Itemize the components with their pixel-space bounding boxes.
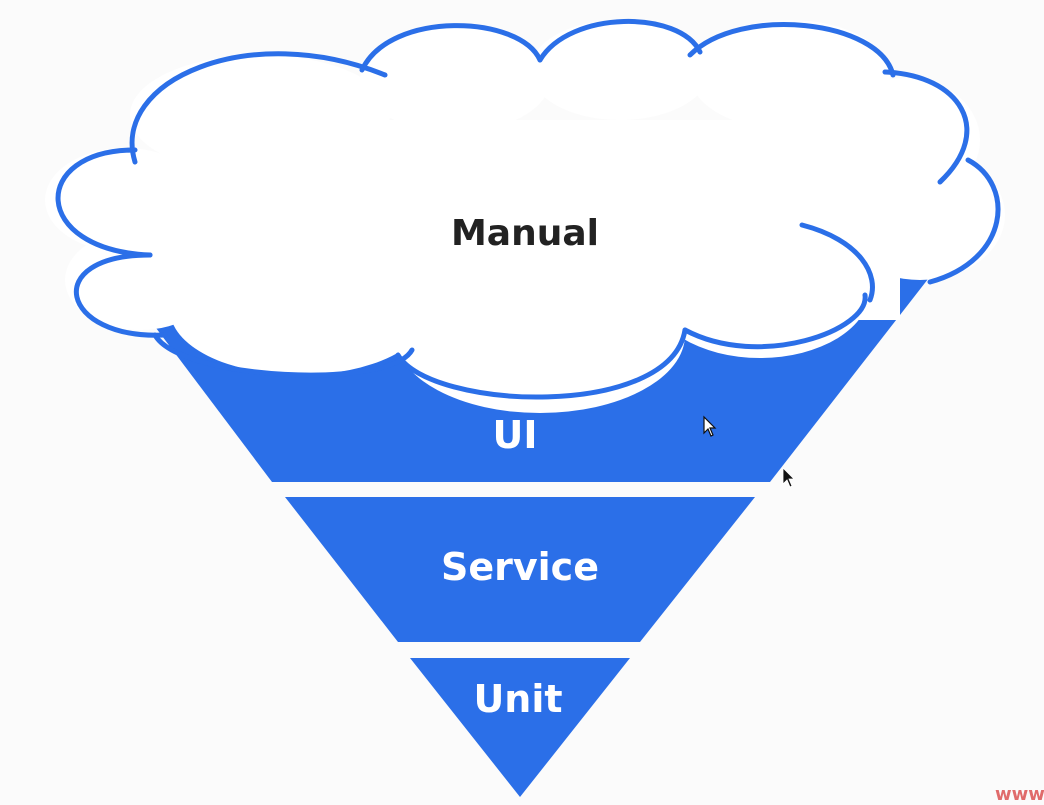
cursor-arrow-icon [703, 415, 717, 437]
label-unit: Unit [473, 677, 562, 721]
label-manual: Manual [451, 213, 599, 254]
label-service: Service [441, 545, 599, 589]
layer-unit [410, 658, 630, 797]
cloud-shape [45, 18, 1005, 413]
label-ui: UI [493, 413, 538, 457]
layer-service [285, 497, 755, 642]
watermark-text: www [995, 784, 1044, 805]
cursor-arrow-icon [782, 467, 795, 488]
